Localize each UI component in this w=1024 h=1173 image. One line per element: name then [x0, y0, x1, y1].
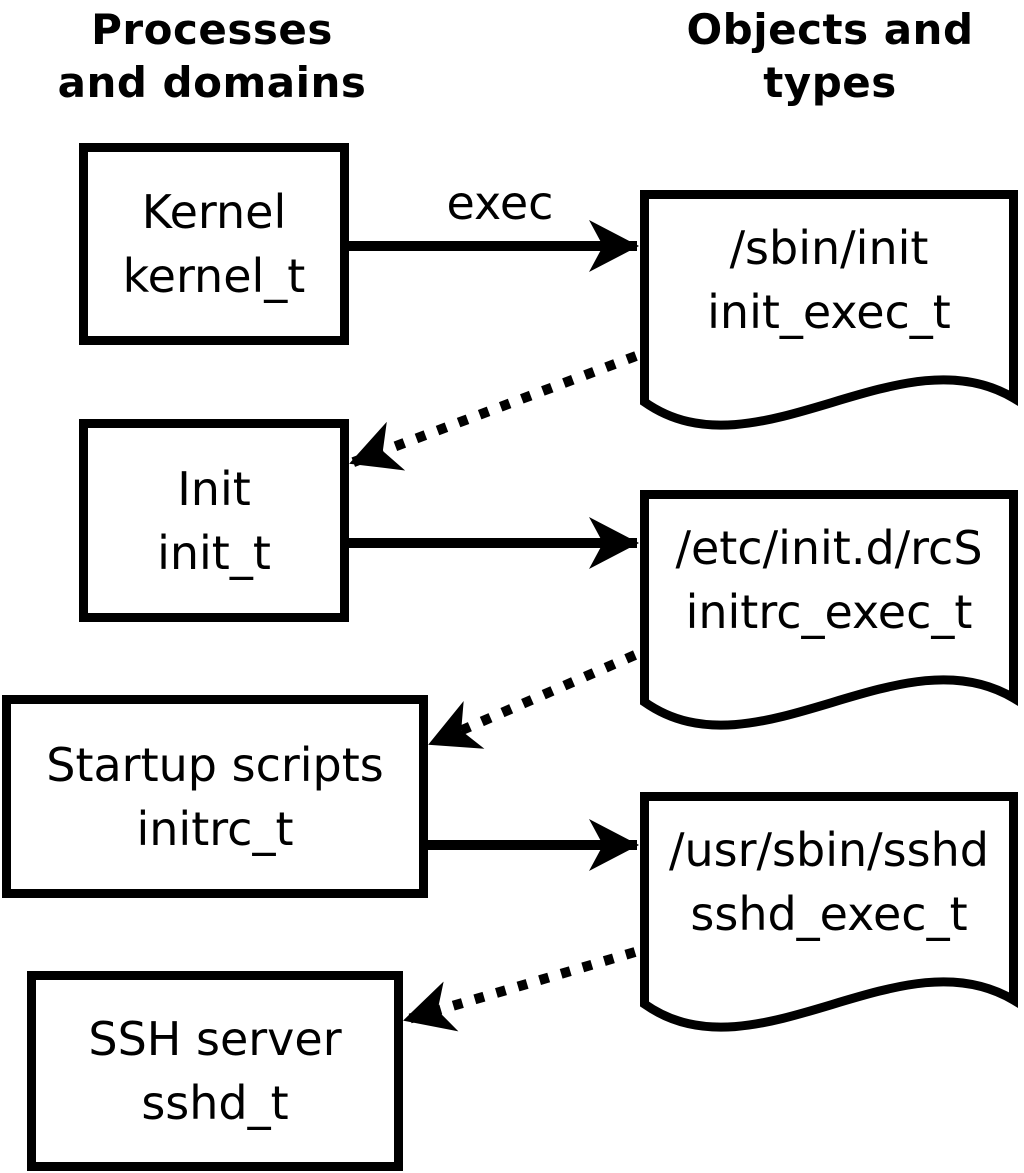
object-type: sshd_exec_t	[690, 887, 968, 941]
process-name: SSH server	[88, 1012, 342, 1066]
process-domain-type: initrc_t	[136, 801, 294, 856]
process-box-startup-scripts: Startup scripts initrc_t	[2, 695, 428, 898]
object-type: init_exec_t	[707, 285, 951, 339]
object-type: initrc_exec_t	[685, 585, 973, 639]
process-name: Kernel	[141, 185, 287, 239]
left-column-header: Processes and domains	[57, 5, 367, 107]
transition-arrow-rcs-to-initrc	[428, 650, 637, 749]
object-path: /etc/init.d/rcS	[675, 521, 983, 575]
right-column-header: Objects and types	[686, 5, 974, 107]
exec-edge-label: exec	[446, 176, 554, 230]
process-box-ssh-server: SSH server sshd_t	[27, 971, 403, 1171]
process-domain-type: kernel_t	[122, 249, 306, 303]
object-path: /usr/sbin/sshd	[669, 823, 989, 877]
process-domain-type: init_t	[157, 525, 271, 580]
transition-arrow-sshdexec-to-sshd	[403, 947, 637, 1032]
process-name: Init	[177, 461, 251, 516]
object-path: /sbin/init	[729, 221, 929, 275]
object-label-sbin-init: /sbin/init init_exec_t	[640, 190, 1018, 370]
document-shape-etc-initd-rcs	[640, 490, 1018, 730]
process-box-kernel: Kernel kernel_t	[79, 143, 349, 345]
document-shape-usr-sbin-sshd	[640, 792, 1018, 1032]
transition-arrow-sbininit-to-init	[349, 351, 638, 471]
object-label-etc-initd-rcs: /etc/init.d/rcS initrc_exec_t	[640, 490, 1018, 670]
process-domain-type: sshd_t	[141, 1076, 289, 1130]
process-name: Startup scripts	[46, 737, 384, 792]
process-box-init: Init init_t	[79, 419, 349, 622]
object-label-usr-sbin-sshd: /usr/sbin/sshd sshd_exec_t	[640, 792, 1018, 972]
document-shape-sbin-init	[640, 190, 1018, 430]
